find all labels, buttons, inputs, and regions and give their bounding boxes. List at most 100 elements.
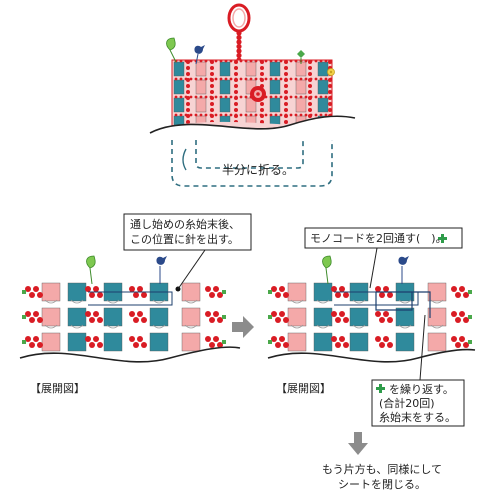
top-bead <box>260 108 264 112</box>
top-bead <box>284 84 288 88</box>
top-bead <box>260 120 264 124</box>
top-bead <box>186 66 190 70</box>
grid-bead <box>93 336 99 342</box>
right-bottom-callout-line3: 糸始末をする。 <box>379 411 456 424</box>
grid-tile <box>395 332 415 352</box>
grid-bead <box>213 311 219 317</box>
top-row-bead <box>289 113 293 117</box>
top-bead <box>210 108 214 112</box>
top-row-bead <box>254 77 258 81</box>
grid-bead <box>375 336 381 342</box>
top-row-bead <box>319 59 323 63</box>
grid-bead <box>25 336 31 342</box>
top-tile <box>219 97 231 113</box>
thread-curve <box>106 299 120 329</box>
grid-bead <box>213 336 219 342</box>
top-tile <box>219 79 231 95</box>
top-row-bead <box>209 77 213 81</box>
grid-bead <box>97 292 103 298</box>
top-tile <box>269 115 281 130</box>
leaf-charm-icon <box>166 37 177 63</box>
grid-end-bead <box>468 290 472 294</box>
top-row-bead <box>184 95 188 99</box>
top-row-bead <box>219 59 223 63</box>
grid-bead <box>379 342 385 348</box>
top-row-bead <box>309 77 313 81</box>
right-bottom-callout-box <box>371 379 465 427</box>
top-row-bead <box>294 59 298 63</box>
top-tile <box>317 61 329 77</box>
top-row-bead <box>274 59 278 63</box>
top-row-bead <box>239 113 243 117</box>
top-row-bead <box>209 95 213 99</box>
grid-bead <box>455 342 461 348</box>
grid-bead <box>283 317 289 323</box>
top-row-bead <box>219 113 223 117</box>
top-tile <box>219 61 231 77</box>
top-row-bead <box>239 59 243 63</box>
grid-bead <box>97 342 103 348</box>
cord-line <box>88 291 173 306</box>
top-row-bead <box>314 95 318 99</box>
top-row-bead <box>234 77 238 81</box>
grid-bead <box>129 286 135 292</box>
grid-bead <box>279 311 285 317</box>
left-caption: 【展開図】 <box>30 382 85 395</box>
grid-tile <box>313 332 333 352</box>
grid-tile <box>181 332 201 352</box>
top-row-bead <box>244 95 248 99</box>
top-bead <box>186 102 190 106</box>
top-bead <box>308 102 312 106</box>
grid-tile <box>41 282 61 302</box>
grid-bead <box>375 311 381 317</box>
top-row-bead <box>179 59 183 63</box>
grid-tile <box>103 307 123 327</box>
top-row-bead <box>269 59 273 63</box>
grid-bead <box>343 292 349 298</box>
final-note-line2: シートを閉じる。 <box>338 478 426 491</box>
top-row-bead <box>179 113 183 117</box>
grid-bead <box>137 336 143 342</box>
cord-path <box>375 291 431 318</box>
top-bead <box>284 120 288 124</box>
top-bead <box>308 90 312 94</box>
grid-tile <box>181 282 201 302</box>
top-bead <box>284 108 288 112</box>
top-row-bead <box>284 59 288 63</box>
fold-curve-line <box>149 115 356 134</box>
top-row-bead <box>289 77 293 81</box>
loop-bead <box>236 43 242 50</box>
final-note-line1: もう片方も、同様にして <box>322 463 443 476</box>
grid-bead <box>129 311 135 317</box>
left-cut-curve <box>19 346 241 363</box>
grid-bead <box>37 317 43 323</box>
top-row-bead <box>324 113 328 117</box>
grid-bead <box>335 292 341 298</box>
top-bead <box>308 108 312 112</box>
grid-bead <box>335 342 341 348</box>
loop-bead <box>236 52 242 59</box>
top-row-bead <box>274 113 278 117</box>
top-row-bead <box>184 59 188 63</box>
top-row-bead <box>274 95 278 99</box>
top-row-bead <box>194 95 198 99</box>
grid-bead <box>209 292 215 298</box>
grid-bead <box>387 292 393 298</box>
bird-charm-icon <box>194 45 205 65</box>
grid-bead <box>339 311 345 317</box>
grid-bead <box>137 311 143 317</box>
grid-end-bead <box>22 340 26 344</box>
grid-bead <box>29 317 35 323</box>
top-row-bead <box>299 95 303 99</box>
top-row-bead <box>304 113 308 117</box>
grid-bead <box>271 336 277 342</box>
grid-bead <box>25 286 31 292</box>
grid-end-bead <box>222 340 226 344</box>
top-row-bead <box>204 77 208 81</box>
grid-bead <box>275 292 281 298</box>
top-bead <box>260 72 264 76</box>
top-row-bead <box>309 95 313 99</box>
top-bead <box>328 102 332 106</box>
top-row-bead <box>224 59 228 63</box>
top-row-bead <box>229 95 233 99</box>
